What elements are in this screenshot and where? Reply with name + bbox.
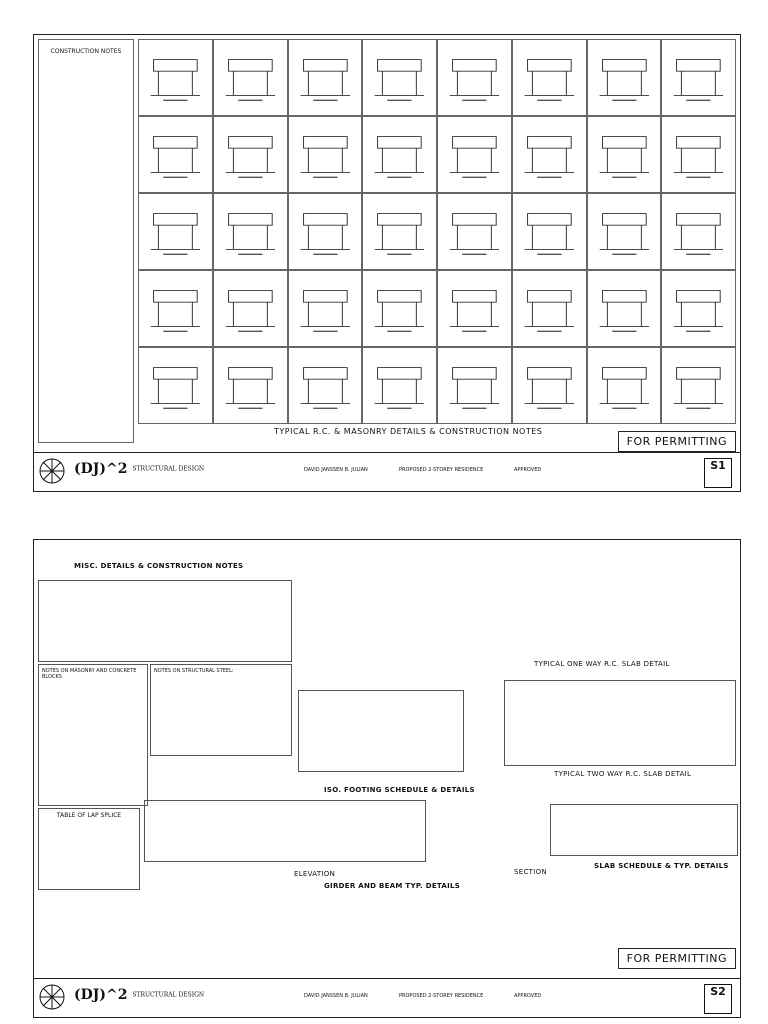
detail-drawing: [511, 39, 587, 116]
detail-drawing: [586, 193, 662, 270]
notes-title: CONSTRUCTION NOTES: [50, 48, 122, 55]
detail-drawing: [212, 347, 288, 424]
title-block: (DJ)^2 STRUCTURAL DESIGN DAVID JANSSEN B…: [34, 452, 740, 491]
detail-drawing: [138, 270, 213, 347]
elevation-label: ELEVATION: [294, 870, 336, 878]
section-label: SECTION: [514, 868, 547, 876]
detail-drawing: [437, 116, 512, 193]
detail-drawing: [138, 116, 213, 193]
detail-drawing: [511, 270, 587, 347]
detail-drawing: [212, 270, 288, 347]
title-block-2: (DJ)^2 STRUCTURAL DESIGN DAVID JANSSEN B…: [34, 978, 740, 1017]
firm-logo-icon: [39, 458, 65, 484]
detail-drawing: [138, 347, 213, 424]
detail-drawing: [661, 347, 736, 424]
twoway-detail: [504, 680, 736, 766]
detail-drawing: [362, 270, 437, 347]
detail-drawing: [212, 116, 288, 193]
detail-drawing: [362, 116, 437, 193]
sheet-s1: CONSTRUCTION NOTES TYPICAL R.C. & MASONR…: [33, 34, 741, 492]
lap-splice-table: TABLE OF LAP SPLICE: [38, 808, 140, 890]
engineer: DAVID JANSSEN B. JULIAN: [304, 467, 368, 473]
detail-drawing: [586, 347, 662, 424]
oneway-title: TYPICAL ONE WAY R.C. SLAB DETAIL: [534, 660, 670, 668]
footing-title: ISO. FOOTING SCHEDULE & DETAILS: [324, 786, 475, 794]
detail-drawing: [212, 39, 288, 116]
approved: APPROVED: [514, 467, 542, 473]
detail-drawing: [586, 270, 662, 347]
detail-drawing: [586, 39, 662, 116]
details-grid: [138, 39, 736, 443]
detail-drawing: [437, 347, 512, 424]
steel-notes: NOTES ON STRUCTURAL STEEL:: [150, 664, 292, 756]
approved: APPROVED: [514, 993, 542, 999]
detail-drawing: [437, 193, 512, 270]
slab-title: SLAB SCHEDULE & TYP. DETAILS: [594, 862, 729, 870]
firm-logo-icon: [39, 984, 65, 1010]
masonry-notes: NOTES ON MASONRY AND CONCRETE BLOCKS: [38, 664, 148, 806]
detail-drawing: [511, 116, 587, 193]
detail-drawing: [437, 270, 512, 347]
girder-elevation: [144, 800, 426, 862]
detail-drawing: [661, 193, 736, 270]
detail-drawing: [362, 347, 437, 424]
firm-name: (DJ)^2 STRUCTURAL DESIGN: [74, 987, 205, 1003]
sheet-number: S2: [704, 984, 732, 1014]
detail-drawing: [287, 193, 363, 270]
slab-schedule: [550, 804, 738, 856]
construction-notes: CONSTRUCTION NOTES: [38, 39, 134, 443]
detail-drawing: [511, 347, 587, 424]
twoway-title: TYPICAL TWO WAY R.C. SLAB DETAIL: [554, 770, 692, 778]
project: PROPOSED 2-STOREY RESIDENCE: [399, 993, 484, 999]
detail-drawing: [437, 39, 512, 116]
detail-drawing: [287, 39, 363, 116]
sheet1-title: TYPICAL R.C. & MASONRY DETAILS & CONSTRU…: [274, 427, 543, 436]
detail-drawing: [586, 116, 662, 193]
firm-name: (DJ)^2 STRUCTURAL DESIGN: [74, 461, 205, 477]
detail-drawing: [212, 193, 288, 270]
detail-drawing: [362, 39, 437, 116]
sheet-number: S1: [704, 458, 732, 488]
detail-drawing: [511, 193, 587, 270]
detail-drawing: [661, 39, 736, 116]
detail-drawing: [138, 39, 213, 116]
detail-drawing: [661, 116, 736, 193]
misc-details: [38, 580, 292, 662]
detail-drawing: [138, 193, 213, 270]
permit-stamp-2: FOR PERMITTING: [617, 948, 736, 969]
engineer: DAVID JANSSEN B. JULIAN: [304, 993, 368, 999]
misc-title: MISC. DETAILS & CONSTRUCTION NOTES: [74, 562, 244, 570]
footing-schedule: [298, 690, 464, 772]
detail-drawing: [287, 270, 363, 347]
detail-drawing: [661, 270, 736, 347]
girder-title: GIRDER AND BEAM TYP. DETAILS: [324, 882, 461, 890]
permit-stamp: FOR PERMITTING: [617, 431, 736, 452]
detail-drawing: [287, 116, 363, 193]
project: PROPOSED 2-STOREY RESIDENCE: [399, 467, 484, 473]
detail-drawing: [287, 347, 363, 424]
detail-drawing: [362, 193, 437, 270]
sheet-s2: MISC. DETAILS & CONSTRUCTION NOTES NOTES…: [33, 539, 741, 1018]
